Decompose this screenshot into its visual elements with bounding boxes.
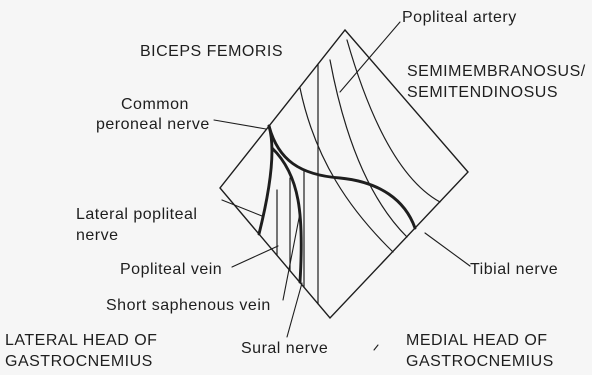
leader-line-short-saphenous-vein (283, 213, 300, 300)
vessel-curve-2 (330, 60, 407, 237)
label-medial-head-line2: GASTROCNEMIUS (406, 353, 554, 371)
label-lateral-popliteal-line1: Lateral popliteal (76, 206, 197, 224)
label-lateral-head-line2: GASTROCNEMIUS (5, 353, 153, 371)
label-common-peroneal-line2: peroneal nerve (96, 116, 210, 134)
leader-line-popliteal-artery (340, 22, 400, 92)
leader-line-popliteal-vein (232, 246, 278, 267)
label-semimembranosus-line2: SEMITENDINOSUS (407, 84, 558, 102)
lateral-popliteal-nerve-path (259, 126, 272, 234)
leader-line-common-peroneal-nerve (214, 120, 266, 129)
label-semimembranosus-line1: SEMIMEMBRANOSUS/ (407, 63, 586, 81)
leader-line-sural-nerve (287, 283, 302, 337)
label-lateral-popliteal-line2: nerve (76, 227, 119, 245)
label-medial-head-line1: MEDIAL HEAD OF (406, 332, 548, 350)
label-popliteal-artery: Popliteal artery (402, 9, 517, 27)
sural-nerve-path (272, 148, 301, 282)
leader-line-tibial-nerve (425, 233, 470, 266)
label-popliteal-vein: Popliteal vein (120, 261, 222, 279)
label-biceps-femoris: BICEPS FEMORIS (140, 43, 283, 61)
label-lateral-head-line1: LATERAL HEAD OF (5, 332, 157, 350)
label-tibial-nerve: Tibial nerve (470, 261, 558, 279)
label-common-peroneal-line1: Common (121, 96, 189, 114)
vessel-curve-1 (300, 88, 393, 252)
stray-mark (374, 345, 378, 350)
label-short-saphenous-vein: Short saphenous vein (106, 297, 271, 315)
label-sural-nerve: Sural nerve (241, 340, 328, 358)
